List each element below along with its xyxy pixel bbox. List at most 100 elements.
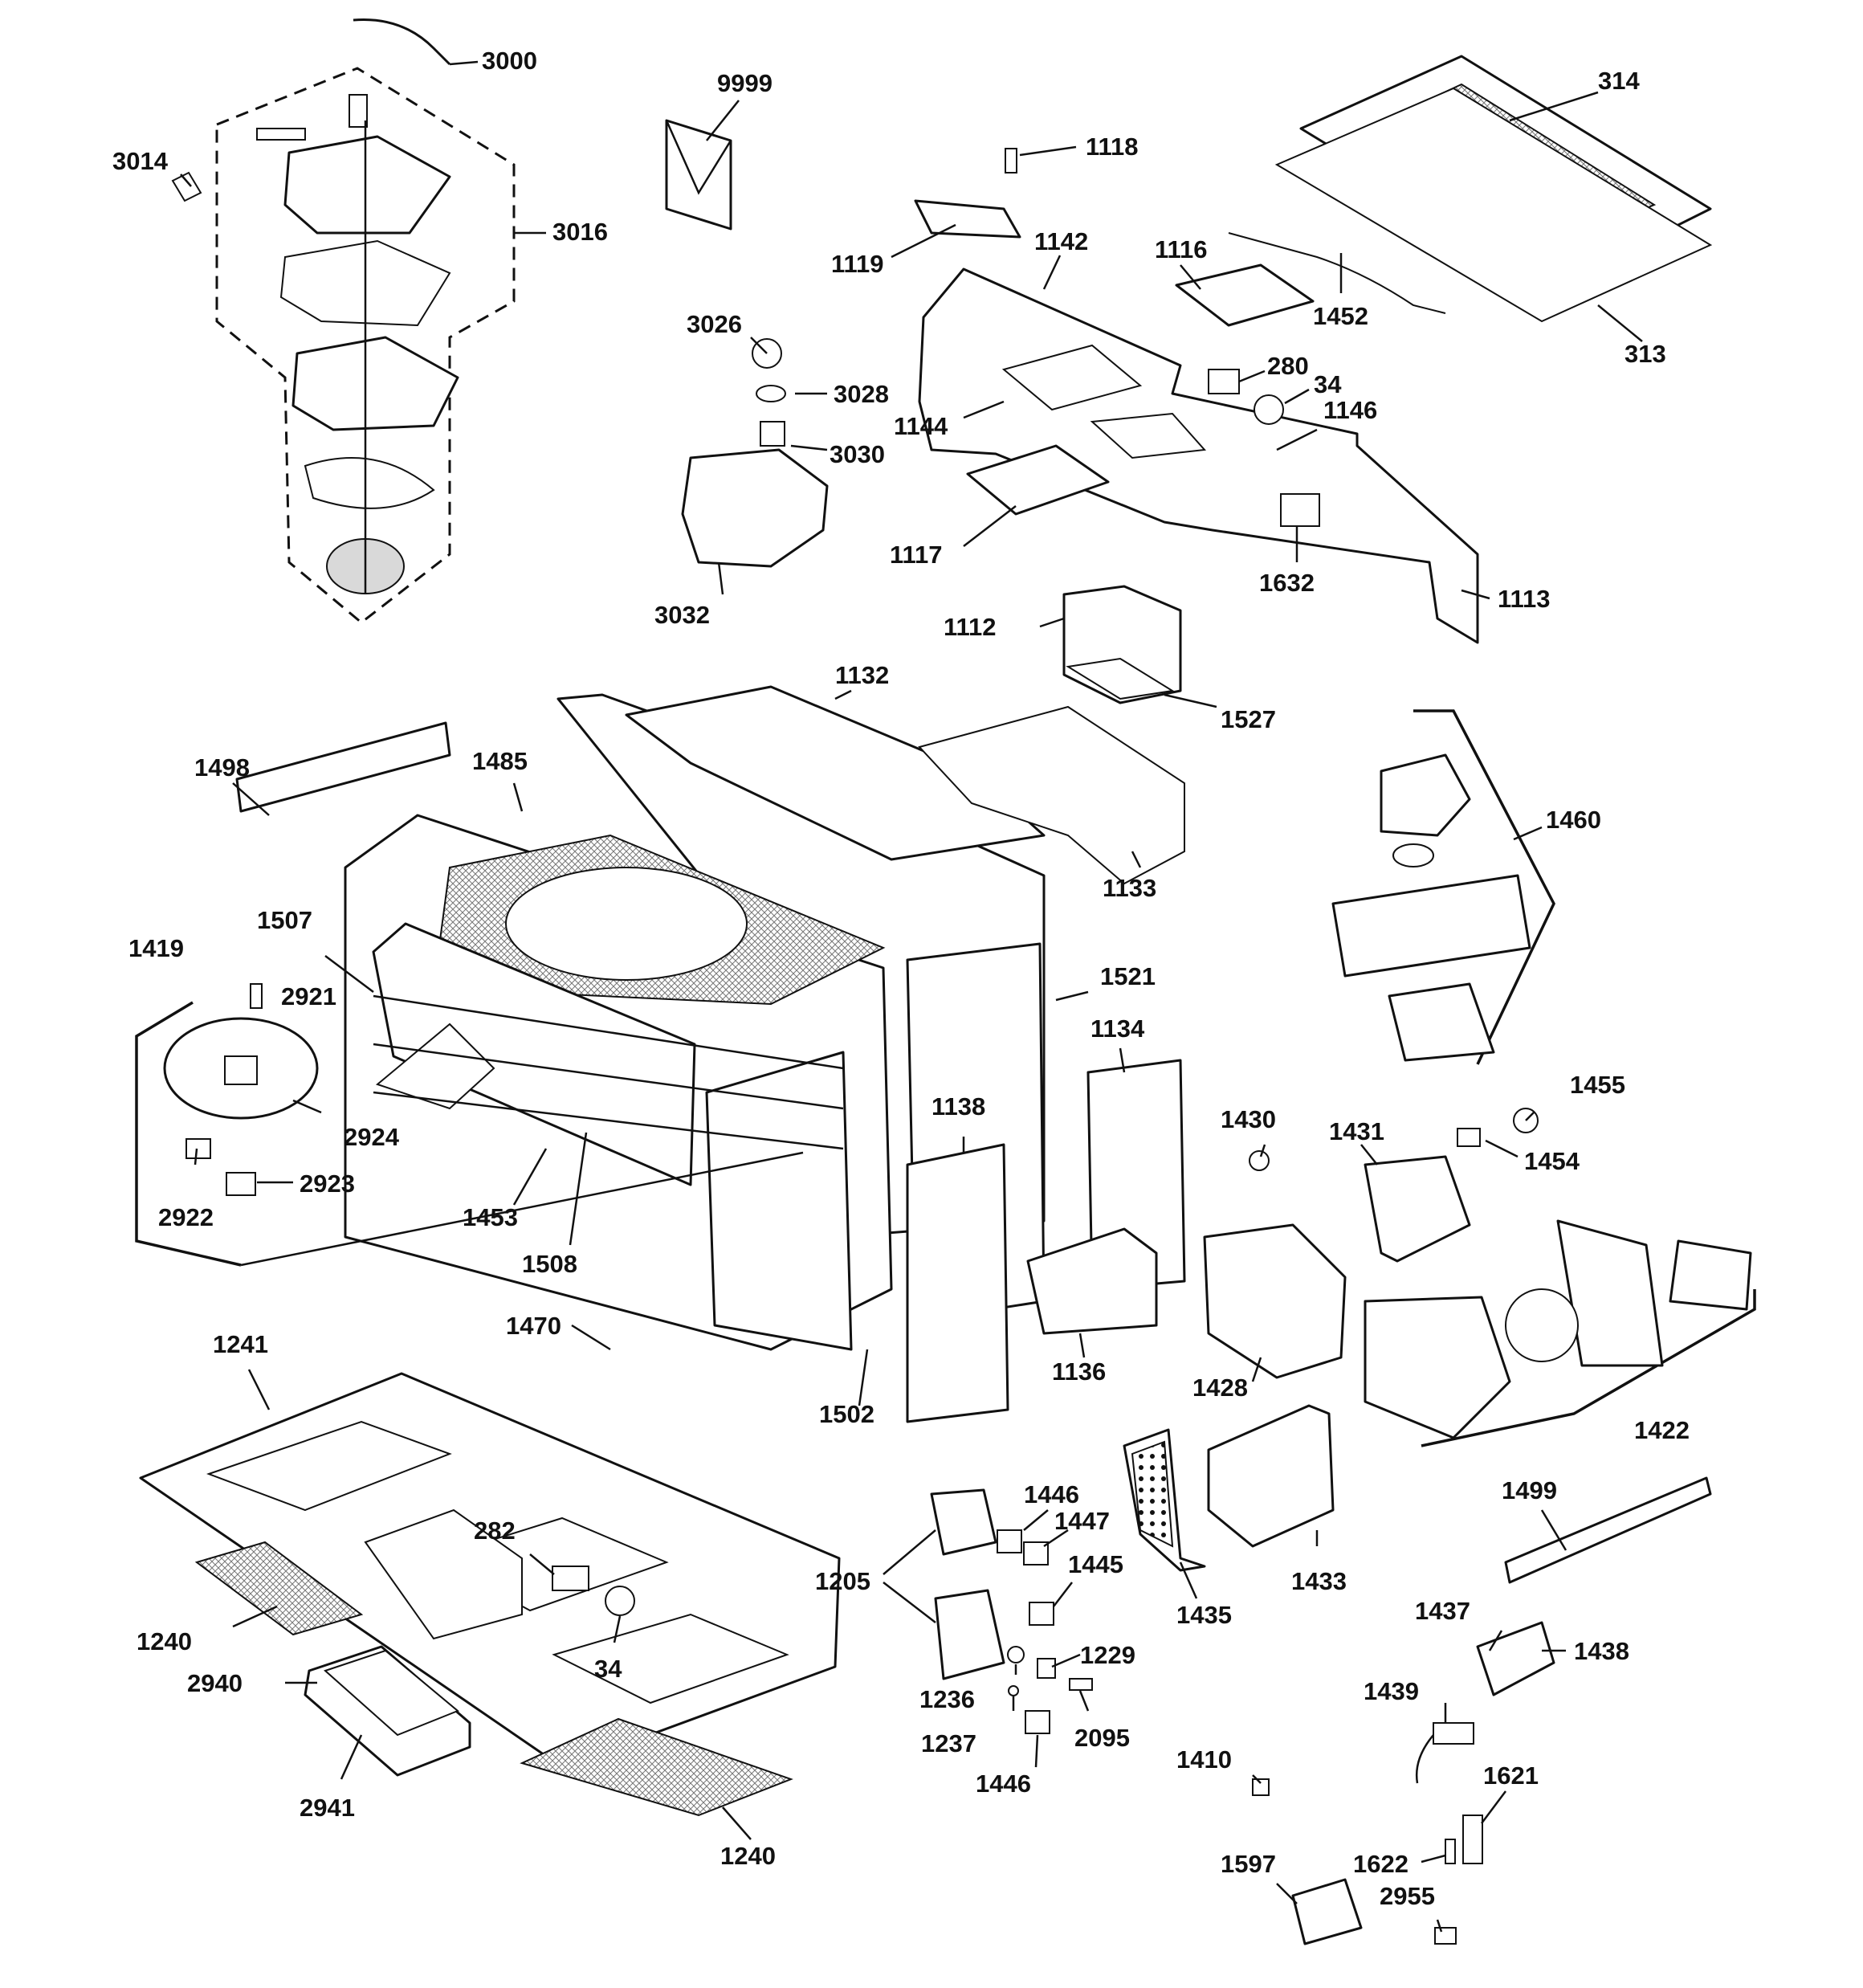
- part-label-3000: 3000: [482, 47, 537, 75]
- part-2955: [1434, 1927, 1457, 1945]
- lamp-socket-34b: [605, 1586, 635, 1616]
- thermal-cutout-1632: [1280, 493, 1320, 527]
- base-opening-1: [206, 1420, 452, 1512]
- switch-1446b: [1025, 1710, 1050, 1734]
- part-label-1621: 1621: [1483, 1761, 1539, 1790]
- part-label-1622: 1622: [1353, 1850, 1408, 1878]
- part-label-1236: 1236: [919, 1685, 975, 1713]
- cover-1133: [918, 705, 1185, 885]
- part-label-3014: 3014: [112, 147, 168, 175]
- turntable-ring: [505, 867, 748, 981]
- plate-1144: [1001, 344, 1143, 411]
- blower-housing: [1364, 1296, 1511, 1439]
- fuse-1622: [1445, 1839, 1456, 1864]
- part-label-1117: 1117: [890, 541, 943, 569]
- part-label-1138: 1138: [932, 1092, 986, 1121]
- part-label-1112: 1112: [944, 613, 997, 641]
- stirrer-cover: [283, 135, 451, 235]
- part-label-2941: 2941: [300, 1794, 355, 1822]
- part-label-1136: 1136: [1052, 1357, 1107, 1386]
- rack-1507: [372, 922, 696, 1186]
- part-label-1428: 1428: [1192, 1374, 1248, 1402]
- motor-shaft: [349, 94, 368, 128]
- lamp-socket-34: [1254, 394, 1284, 425]
- plate-1146: [1090, 412, 1207, 459]
- filter-1240a: [194, 1541, 364, 1636]
- part-label-1410: 1410: [1176, 1745, 1232, 1774]
- switch-1430: [1249, 1150, 1270, 1171]
- screw-1118: [1005, 148, 1017, 173]
- thermistor-1454: [1457, 1128, 1481, 1147]
- switch-1446a: [997, 1529, 1022, 1553]
- part-label-1133: 1133: [1103, 874, 1157, 902]
- part-label-313: 313: [1625, 340, 1666, 368]
- rail-1499: [1504, 1476, 1712, 1584]
- part-label-1118: 1118: [1086, 133, 1139, 161]
- part-1410: [1252, 1778, 1270, 1796]
- switch-1445: [1029, 1602, 1054, 1626]
- door-frame-side: [705, 1051, 853, 1351]
- clip-3014: [171, 171, 202, 202]
- part-label-1453: 1453: [463, 1203, 518, 1231]
- bracket-1435-holes: [1131, 1440, 1174, 1548]
- part-label-2095: 2095: [1074, 1724, 1130, 1752]
- part-label-1437: 1437: [1415, 1597, 1470, 1625]
- filter-1240b: [520, 1717, 793, 1817]
- part-label-1134: 1134: [1090, 1014, 1145, 1043]
- fan-blade: [1380, 753, 1471, 837]
- turntable-assembly-3016: [171, 18, 516, 624]
- part-label-34a: 34: [1314, 370, 1342, 398]
- part-label-1446a: 1446: [1024, 1480, 1079, 1508]
- part-label-1229: 1229: [1080, 1641, 1135, 1669]
- part-label-1498: 1498: [194, 753, 250, 782]
- plate-1117: [966, 444, 1110, 516]
- oven-cavity-group: [235, 685, 1186, 1423]
- part-label-314: 314: [1598, 67, 1640, 95]
- part-label-282: 282: [474, 1517, 516, 1545]
- part-label-2940: 2940: [187, 1669, 243, 1697]
- part-label-1439: 1439: [1364, 1677, 1419, 1705]
- part-label-2921: 2921: [281, 982, 336, 1010]
- part-label-3026: 3026: [687, 310, 742, 338]
- diode-1439: [1433, 1722, 1474, 1745]
- part-label-9999: 9999: [717, 69, 773, 97]
- thermal-group-1419: [135, 983, 804, 1267]
- part-label-1132: 1132: [835, 661, 890, 689]
- part-label-1419: 1419: [128, 934, 184, 962]
- part-label-1113: 1113: [1498, 585, 1551, 613]
- cable-3000: [353, 18, 451, 66]
- blower-motor: [1669, 1239, 1752, 1311]
- sensor-2924: [224, 1055, 258, 1085]
- part-label-3016: 3016: [552, 218, 608, 246]
- tray-313: [1274, 87, 1713, 323]
- part-label-1507: 1507: [257, 906, 312, 934]
- part-label-1454: 1454: [1524, 1147, 1580, 1175]
- magnetron-1428: [1203, 1223, 1347, 1379]
- lamp-housing-base: [364, 1508, 523, 1640]
- fan-hub: [1392, 843, 1434, 867]
- part-label-1485: 1485: [472, 747, 528, 775]
- part-label-1146: 1146: [1323, 396, 1378, 424]
- fan-motor: [1388, 982, 1495, 1062]
- duct-1136: [1026, 1227, 1158, 1335]
- part-label-1240a: 1240: [137, 1627, 192, 1655]
- stirrer-wire: [304, 457, 435, 509]
- bracket-1119: [914, 199, 1021, 239]
- washer-1236: [1007, 1646, 1025, 1663]
- capacitor-1437: [1476, 1621, 1555, 1696]
- part-label-1460: 1460: [1546, 806, 1601, 834]
- part-label-1435: 1435: [1176, 1601, 1232, 1629]
- lamp-280: [1208, 369, 1240, 394]
- part-label-3032: 3032: [654, 601, 710, 629]
- part-label-1422: 1422: [1634, 1416, 1690, 1444]
- part-label-1433: 1433: [1291, 1567, 1347, 1595]
- part-label-1116: 1116: [1155, 235, 1208, 263]
- leader-lines: [180, 60, 1643, 1933]
- cavity-top-1132: [625, 685, 1046, 861]
- socket-3028: [756, 385, 786, 402]
- lever-1229: [1037, 1658, 1056, 1679]
- part-label-1597: 1597: [1221, 1850, 1276, 1878]
- part-label-3028: 3028: [834, 380, 889, 408]
- diode-wire: [1416, 1734, 1434, 1784]
- part-label-1237: 1237: [921, 1729, 976, 1757]
